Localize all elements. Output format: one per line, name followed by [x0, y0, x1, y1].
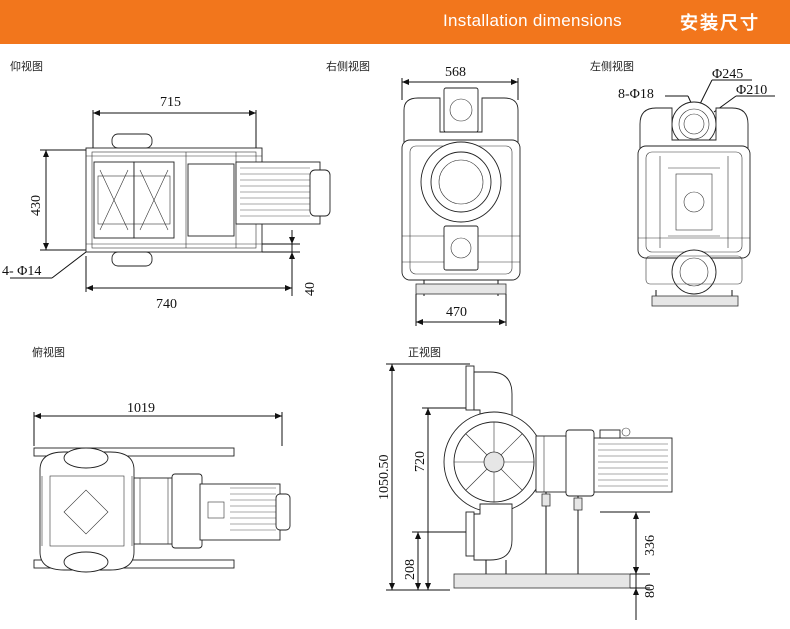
dim-left-phi245: Φ245: [712, 67, 743, 82]
dim-front-208: 208: [403, 559, 418, 580]
dim-right-568: 568: [445, 65, 466, 80]
front-view-drawing: 1050.50 720 208: [377, 363, 673, 620]
dim-front-720: 720: [413, 451, 428, 472]
dim-front-336: 336: [643, 535, 658, 556]
bottom-view-drawing: 715 430: [2, 95, 331, 312]
dim-bottom-430: 430: [29, 195, 44, 216]
dim-left-phi210: Φ210: [736, 83, 767, 98]
label-bottom-view: 仰视图: [10, 60, 43, 73]
dim-right-470: 470: [446, 305, 467, 320]
banner-title-chinese: 安装尺寸: [680, 13, 760, 34]
label-left-side-view: 左侧视图: [590, 60, 634, 73]
label-front-view: 正视图: [408, 346, 441, 359]
header-banner: Installation dimensions 安装尺寸: [0, 0, 790, 44]
banner-title-english: Installation dimensions: [443, 11, 622, 30]
dim-bottom-715: 715: [160, 95, 181, 110]
right-side-view-drawing: 568 470: [401, 65, 521, 326]
left-side-view-drawing: 8-Φ18 Φ245 Φ210: [618, 67, 775, 307]
dim-front-1050: 1050.50: [377, 455, 392, 501]
dim-bottom-40: 40: [303, 282, 318, 296]
dim-bottom-740: 740: [156, 297, 177, 312]
dim-bottom-holes: 4- Φ14: [2, 264, 41, 279]
dim-front-80: 80: [643, 584, 658, 598]
label-right-side-view: 右侧视图: [326, 60, 370, 73]
dim-left-holes: 8-Φ18: [618, 87, 654, 102]
label-top-view: 俯视图: [32, 346, 65, 359]
top-view-drawing: 1019: [33, 401, 291, 573]
dim-top-1019: 1019: [127, 401, 155, 416]
